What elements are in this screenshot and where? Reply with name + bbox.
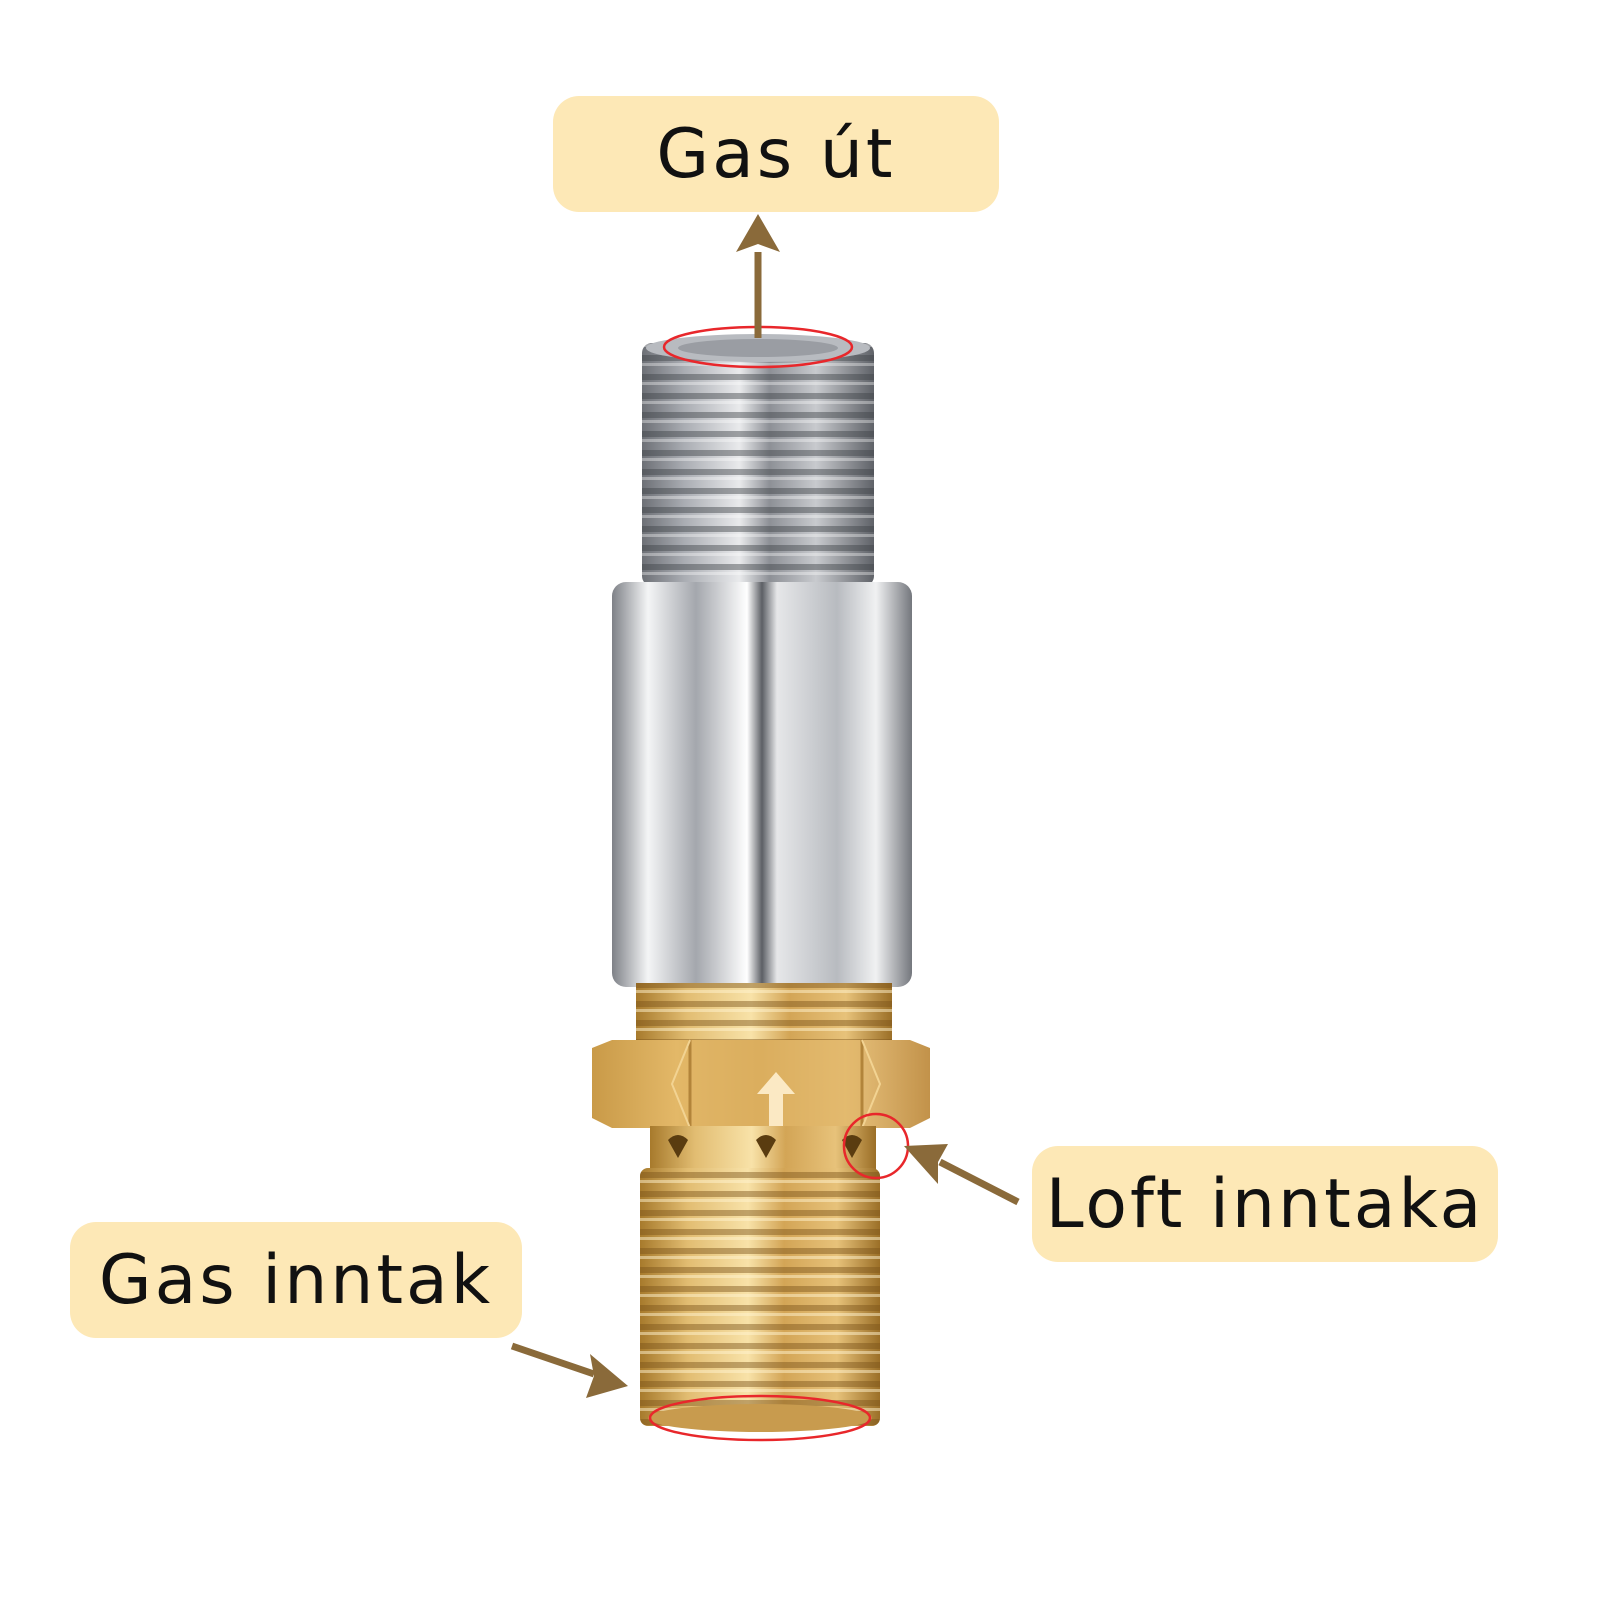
gas-inlet-label: Gas inntak: [70, 1222, 522, 1338]
outlet-thread: [642, 334, 874, 586]
outlet-callout-arrow: [736, 214, 780, 338]
inlet-highlight-ring: [648, 1394, 872, 1442]
gas-outlet-label: Gas út: [553, 96, 999, 212]
inlet-thread: [640, 1126, 880, 1432]
up-arrow-icon: [757, 1072, 795, 1126]
chrome-body: [612, 582, 912, 987]
brass-neck: [636, 983, 892, 1045]
inlet-callout-arrow: [510, 1342, 628, 1398]
air-intake-label: Loft inntaka: [1032, 1146, 1498, 1262]
air-intake-callout-arrow: [904, 1144, 1020, 1206]
